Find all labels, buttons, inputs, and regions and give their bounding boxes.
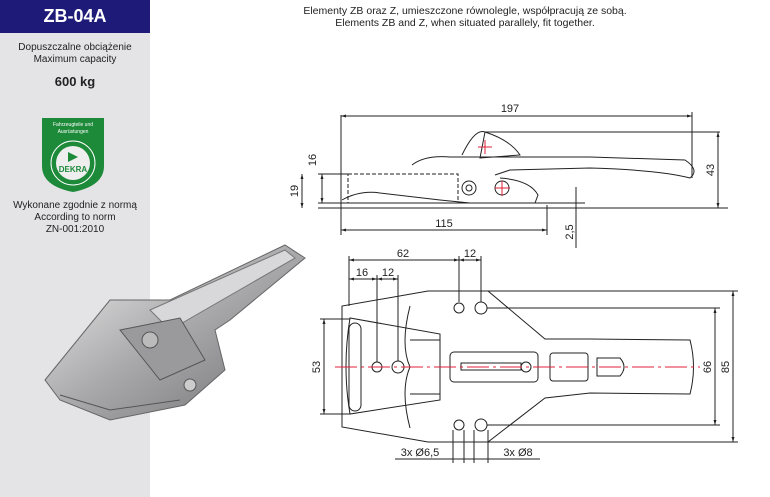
dim-small-holes: 3x Ø6,5	[401, 447, 440, 459]
norm-info: Wykonane zgodnie z normą According to no…	[0, 200, 150, 236]
dim-large-holes: 3x Ø8	[503, 447, 532, 459]
dim-base-height: 16	[307, 154, 319, 166]
capacity-label-en: Maximum capacity	[33, 54, 117, 65]
svg-text:Fahrzeugteile und: Fahrzeugteile und	[53, 122, 93, 128]
capacity-value: 600 kg	[54, 74, 96, 89]
dim-total-width: 85	[720, 361, 732, 373]
sidebar: ZB-04A Dopuszczalne obciążenie Maximum c…	[0, 0, 150, 497]
product-photo	[44, 244, 306, 421]
dim-hole-spacing-top: 12	[464, 248, 476, 260]
capacity-label: Dopuszczalne obciążenie Maximum capacity	[0, 42, 150, 66]
dim-hole-span: 66	[702, 361, 714, 373]
svg-text:DEKRA: DEKRA	[59, 165, 88, 174]
capacity-label-pl: Dopuszczalne obciążenie	[18, 42, 132, 53]
note-en: Elements ZB and Z, when situated paralle…	[335, 17, 595, 29]
note-pl: Elementy ZB oraz Z, umieszczone równoleg…	[303, 5, 627, 17]
dim-height: 43	[705, 164, 717, 176]
dim-left-spacing: 12	[382, 267, 394, 279]
norm-label-pl: Wykonane zgodnie z normą	[13, 200, 137, 211]
norm-code: ZN-001:2010	[45, 224, 105, 235]
dim-hole-offset: 62	[397, 248, 409, 260]
dekra-certification-logo: Fahrzeugteile und Ausrüstungen DEKRA	[42, 118, 104, 192]
top-view	[320, 256, 738, 463]
norm-label-en: According to norm	[34, 212, 116, 223]
side-view	[300, 112, 728, 248]
side-view-centers	[478, 140, 510, 196]
dim-base-length: 115	[435, 218, 453, 230]
dim-length: 197	[501, 103, 519, 115]
dim-left-offset: 16	[356, 267, 368, 279]
dim-inner-width: 53	[311, 361, 323, 373]
svg-text:Ausrüstungen: Ausrüstungen	[58, 129, 89, 135]
product-code: ZB-04A	[0, 0, 150, 33]
dim-housing-height: 19	[289, 185, 301, 197]
compatibility-note: Elementy ZB oraz Z, umieszczone równoleg…	[160, 5, 770, 29]
dim-plate-thickness: 2,5	[564, 224, 576, 239]
